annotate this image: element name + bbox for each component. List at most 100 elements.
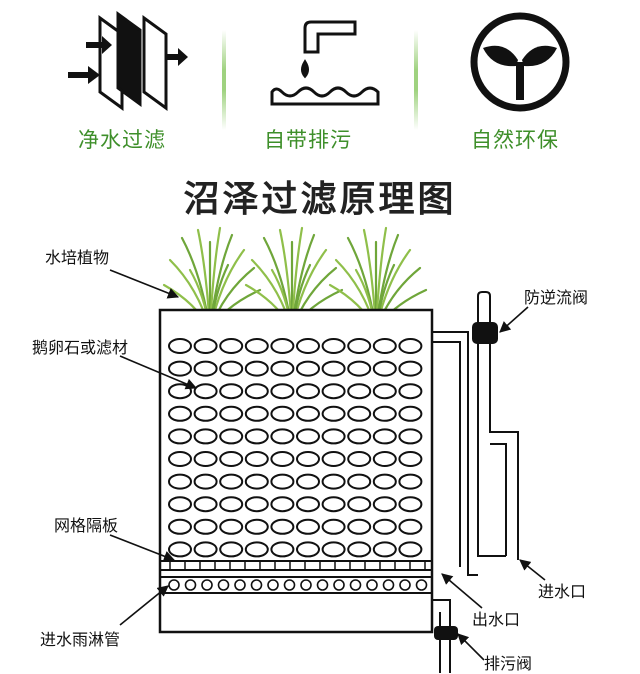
pebble xyxy=(398,428,423,445)
pebble xyxy=(270,338,295,354)
spray-hole xyxy=(184,579,197,591)
grid-partition xyxy=(160,560,432,571)
spray-hole xyxy=(201,579,213,591)
pebble xyxy=(219,383,244,400)
pebble xyxy=(398,383,423,400)
spray-hole xyxy=(250,579,263,591)
spray-hole xyxy=(399,579,411,591)
pebble xyxy=(270,405,295,422)
pebble xyxy=(270,541,295,558)
pebble xyxy=(168,451,192,467)
pebble xyxy=(219,360,244,377)
pebble xyxy=(347,383,372,400)
spray-hole xyxy=(234,579,246,591)
pebble xyxy=(219,451,244,467)
pebble xyxy=(270,360,295,377)
pebble xyxy=(244,428,269,445)
water-filter-icon xyxy=(68,11,188,111)
pebble xyxy=(372,473,397,490)
drain-valve-icon xyxy=(434,626,458,640)
pebble xyxy=(168,405,192,422)
pebble xyxy=(219,405,244,422)
pebble xyxy=(296,405,320,422)
diagram-title: 沼泽过滤原理图 xyxy=(183,179,457,220)
pebble xyxy=(168,383,192,400)
pebble xyxy=(270,518,295,535)
pebble xyxy=(244,338,269,354)
label-inlet: 进水口 xyxy=(538,582,587,601)
pebble xyxy=(372,360,397,377)
label-plants: 水培植物 xyxy=(45,248,110,267)
pebble xyxy=(168,360,192,377)
pebble xyxy=(321,451,346,467)
pebble xyxy=(372,518,397,535)
pebble xyxy=(244,451,269,467)
pebble xyxy=(347,360,372,377)
pebble xyxy=(244,360,269,377)
pebble xyxy=(347,541,372,558)
feature-purify: 净水过滤 xyxy=(60,0,210,158)
pebble xyxy=(347,518,372,535)
pebble xyxy=(168,541,192,558)
pebble xyxy=(193,473,218,490)
pebble xyxy=(270,496,295,513)
divider xyxy=(414,30,418,130)
pebble xyxy=(296,496,320,513)
arrow-outlet xyxy=(441,573,483,609)
pebble xyxy=(270,451,295,467)
pebble xyxy=(321,473,346,490)
arrow-inlet xyxy=(519,559,546,581)
pebble xyxy=(321,496,346,513)
faucet-drip-icon xyxy=(270,20,380,106)
pebble xyxy=(398,360,423,377)
pebble xyxy=(193,451,218,467)
pebble xyxy=(168,473,192,490)
label-gravel: 鹅卵石或滤材 xyxy=(32,338,129,357)
pebble xyxy=(347,428,372,445)
pebble xyxy=(193,338,218,354)
spray-pipe xyxy=(160,576,432,594)
check-valve-icon xyxy=(472,322,498,344)
sprout-icon xyxy=(470,12,570,112)
pebble xyxy=(398,405,423,422)
spray-hole xyxy=(267,579,279,591)
spray-hole xyxy=(415,579,428,591)
spray-hole xyxy=(316,579,329,591)
spray-hole xyxy=(333,579,345,591)
pebble xyxy=(321,541,346,558)
pebble xyxy=(193,518,218,535)
pebble xyxy=(270,428,295,445)
label-drain-valve: 排污阀 xyxy=(484,654,533,673)
pebble xyxy=(270,383,295,400)
pebble xyxy=(270,473,295,490)
pebble xyxy=(372,383,397,400)
arrow-gravel xyxy=(119,355,198,390)
pebble xyxy=(321,338,346,354)
pebble xyxy=(193,360,218,377)
pebble xyxy=(244,405,269,422)
pebble xyxy=(168,496,192,513)
label-check-valve: 防逆流阀 xyxy=(524,288,589,307)
label-outlet: 出水口 xyxy=(472,610,521,629)
pebble xyxy=(321,405,346,422)
pebble xyxy=(193,428,218,445)
pebble xyxy=(321,383,346,400)
pebble xyxy=(168,338,192,354)
pebble xyxy=(193,383,218,400)
pebble xyxy=(296,451,320,467)
pebble xyxy=(219,428,244,445)
feature-drain: 自带排污 xyxy=(250,0,400,158)
pebble xyxy=(219,518,244,535)
spray-hole xyxy=(217,579,230,591)
pebble xyxy=(347,473,372,490)
pebble xyxy=(296,473,320,490)
pebble xyxy=(296,428,320,445)
pebble xyxy=(193,541,218,558)
pebble xyxy=(347,338,372,354)
pipes xyxy=(432,291,519,673)
pebble xyxy=(219,473,244,490)
pebble xyxy=(168,518,192,535)
pebble xyxy=(372,405,397,422)
label-grid: 网格隔板 xyxy=(54,516,119,535)
